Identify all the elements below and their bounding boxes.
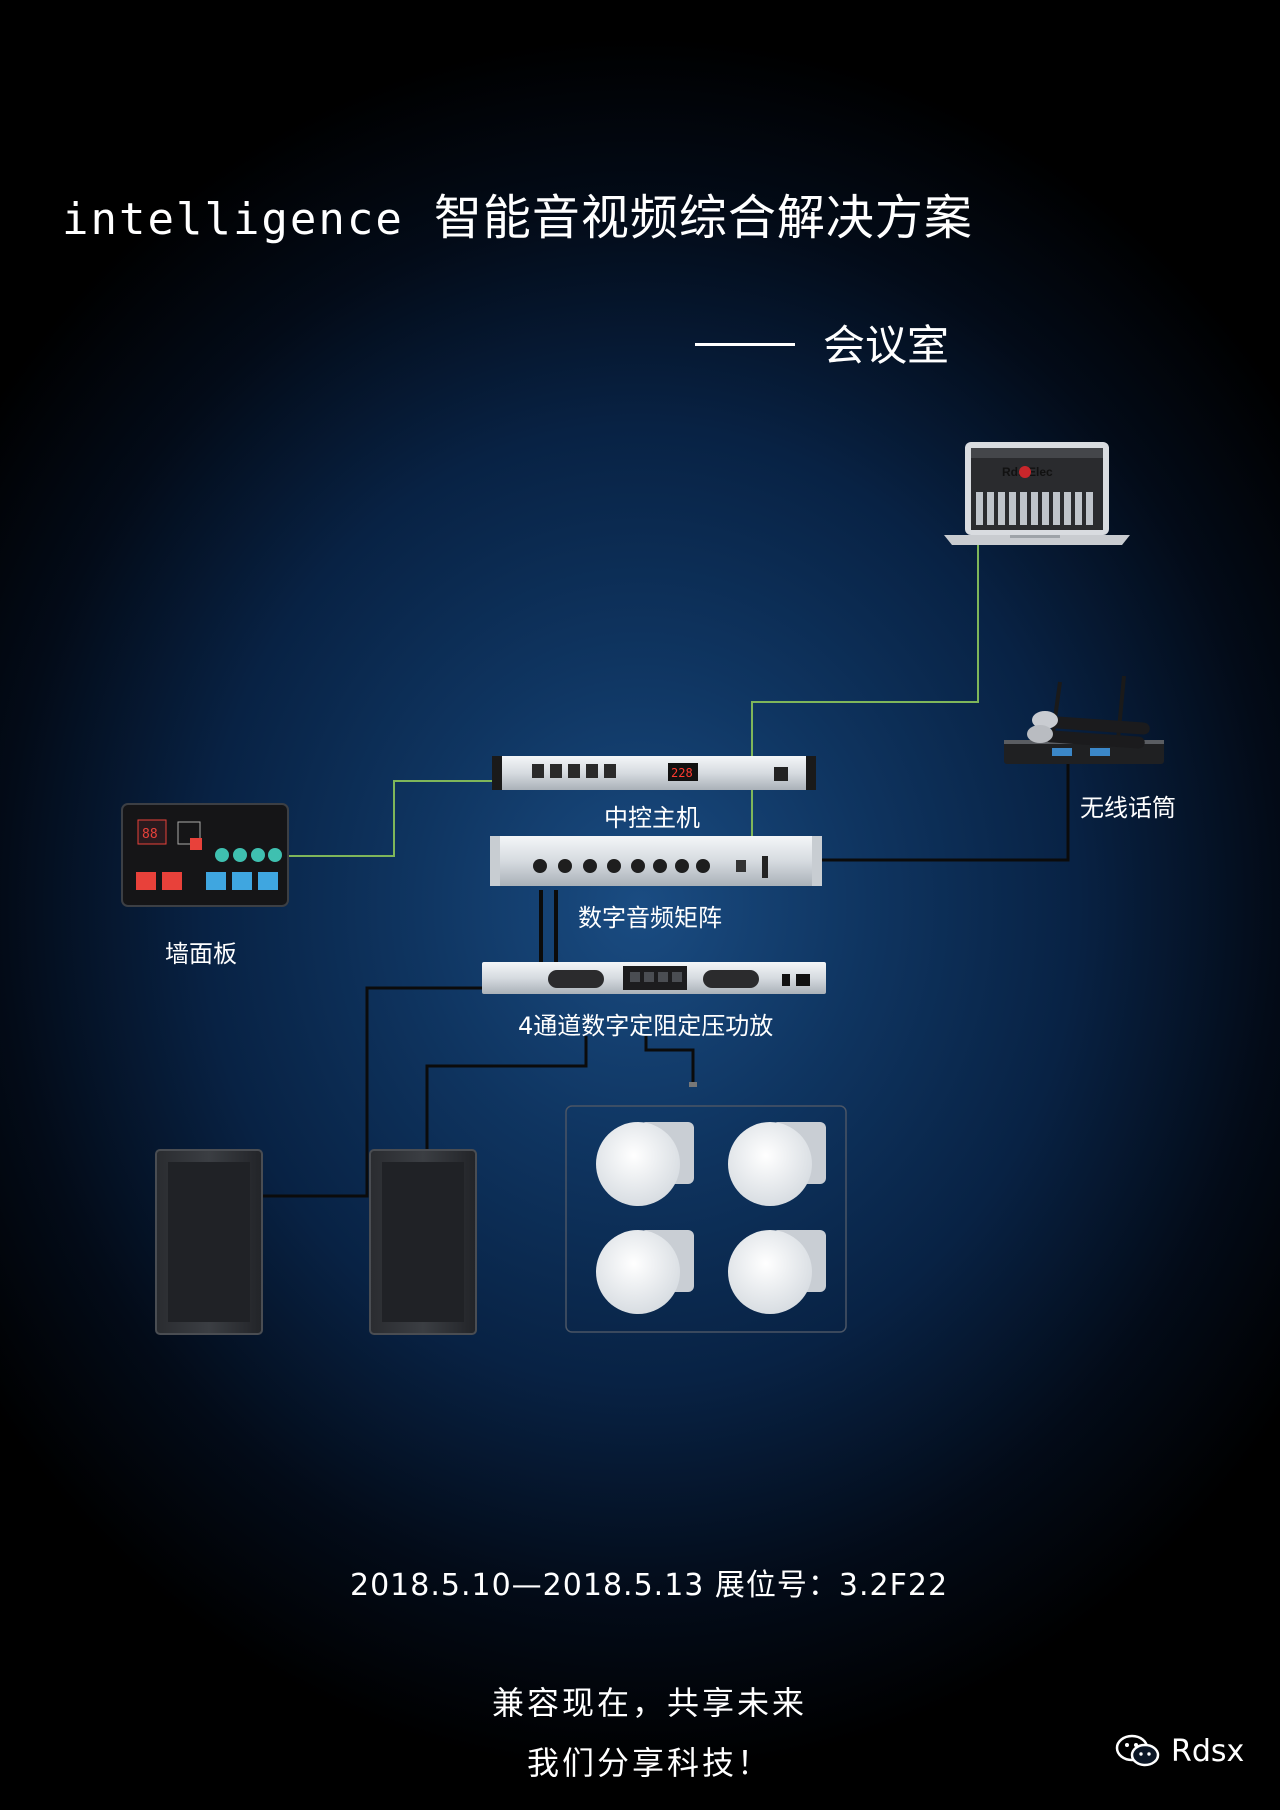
label-amplifier: 4通道数字定阻定压功放	[518, 1012, 774, 1040]
cable-laptop-matrix	[751, 530, 979, 838]
svg-text:228: 228	[671, 766, 693, 780]
subtitle: 会议室	[695, 312, 949, 373]
brand-signature: Rdsx	[1115, 1733, 1244, 1769]
ceiling-speaker	[728, 1122, 826, 1206]
subtitle-text: 会议室	[823, 321, 950, 370]
central-controller: 228	[492, 756, 816, 790]
title-latin: intelligence	[62, 194, 404, 245]
wireless-mic-receiver	[1004, 675, 1164, 764]
subtitle-dash	[695, 343, 795, 346]
speaker-right	[369, 1149, 477, 1335]
label-controller: 中控主机	[604, 804, 700, 832]
ceiling-speaker-group	[565, 1105, 847, 1333]
title-chinese: 智能音视频综合解决方案	[433, 190, 973, 246]
slogan-line-1: 兼容现在，共享未来	[492, 1684, 808, 1722]
digital-audio-matrix	[490, 836, 822, 886]
date-booth-line: 2018.5.10—2018.5.13 展位号：3.2F22	[350, 1568, 949, 1603]
speaker-left	[155, 1149, 263, 1335]
wall-panel: 88	[121, 803, 289, 907]
laptop: Rds Elec	[944, 442, 1130, 545]
label-wireless-mic: 无线话筒	[1080, 794, 1176, 822]
page-title: intelligence 智能音视频综合解决方案	[62, 178, 973, 248]
slogan-line-2: 我们分享科技！	[527, 1744, 773, 1782]
cable-amp-speaker-left	[262, 986, 482, 1198]
label-matrix: 数字音频矩阵	[578, 904, 722, 932]
label-wall-panel: 墙面板	[165, 940, 237, 968]
cable-amp-speaker-right	[425, 1036, 588, 1150]
cable-mic-matrix	[822, 762, 1070, 862]
brand-text: Rdsx	[1171, 1733, 1245, 1769]
ceiling-speaker	[728, 1230, 826, 1314]
ceiling-speaker	[596, 1230, 694, 1314]
cable-amp-ceiling	[644, 1036, 695, 1084]
amplifier	[482, 962, 826, 994]
cable-wallpanel-controller	[288, 780, 496, 857]
svg-text:88: 88	[142, 827, 158, 842]
wechat-icon	[1115, 1734, 1160, 1767]
ceiling-speaker	[596, 1122, 694, 1206]
